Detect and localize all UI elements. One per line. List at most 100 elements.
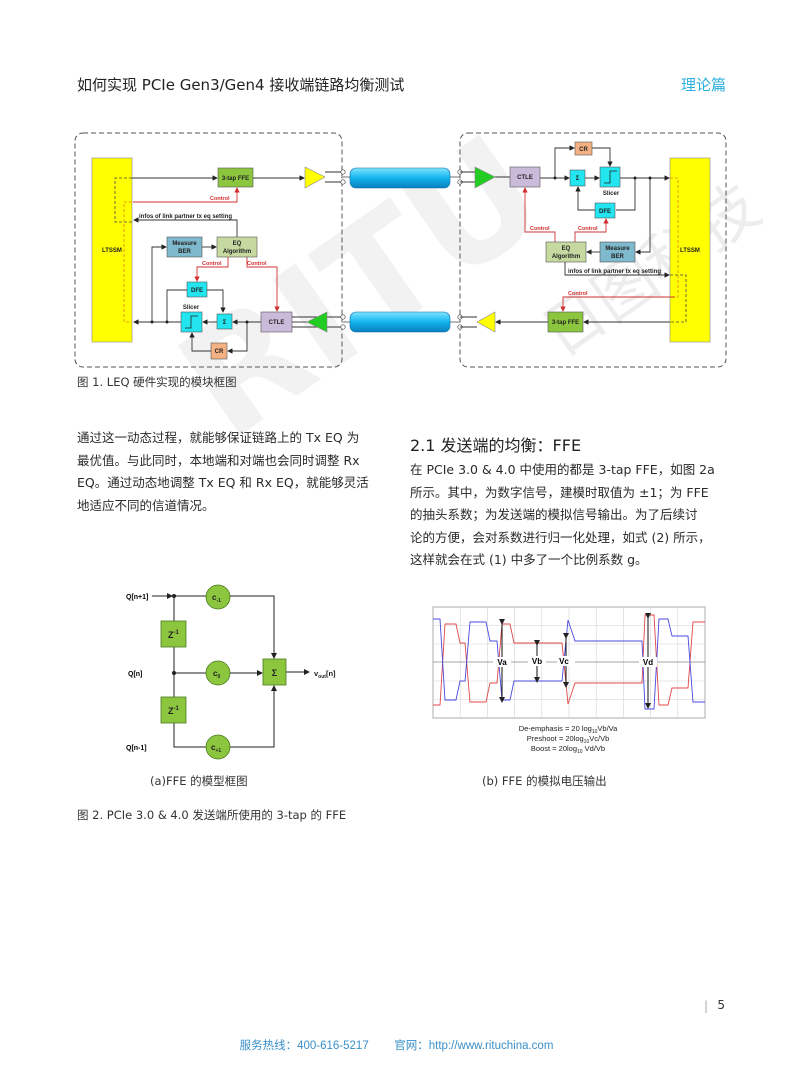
- diagram-shape: [150, 320, 154, 324]
- diagram-label: Preshoot = 20log10Vc/Vb: [527, 734, 610, 745]
- diagram-label: c0: [213, 669, 220, 680]
- diagram-label: Z-1: [168, 706, 179, 716]
- tx-side-boundary: [74, 132, 343, 368]
- diagram-label: Va: [497, 658, 507, 667]
- footer-contact: 服务热线：400-616-5217 官网：http://www.rituchin…: [239, 1040, 554, 1052]
- diagram-label: c: [211, 743, 216, 752]
- delay-block-2: [160, 696, 187, 724]
- diagram-label: Vb: [532, 657, 542, 666]
- diagram-label: Q[n+1]: [126, 594, 148, 601]
- diagram-label: Control: [568, 291, 588, 297]
- diagram-label: Control: [578, 226, 598, 232]
- eq-algorithm-block: [216, 236, 258, 258]
- diagram-label: Control: [210, 196, 230, 202]
- diagram-shape: [172, 594, 176, 598]
- rx-side-boundary: [459, 132, 727, 368]
- diagram-shape: [292, 171, 343, 328]
- diagram-shape: [564, 262, 670, 278]
- coefficient-c-minus1: [205, 584, 231, 610]
- diagram-shape: [174, 595, 274, 658]
- figure2b-caption: (b) FFE 的模拟电压输出: [482, 774, 607, 788]
- diagram-shape: [133, 217, 238, 237]
- diagram-label: LTSSM: [680, 248, 700, 254]
- diagram-shape: [74, 132, 727, 368]
- diagram-label: DFE: [599, 209, 611, 215]
- coefficient-c-plus1: [205, 734, 231, 760]
- diagram-label: c: [213, 669, 218, 678]
- diagram-label: De-emphasis = 20 log10Vb/Va: [519, 724, 618, 735]
- diagram-shape: [340, 179, 346, 185]
- diagram-label: CR: [579, 147, 588, 153]
- diagram-shape: Va Vb Vc Vd: [493, 656, 657, 667]
- diagram-label: infos of link partner tx eq setting: [568, 269, 661, 275]
- ctle-block-right: [509, 166, 541, 188]
- sum-block-right: [569, 169, 586, 187]
- page-number: 5: [717, 998, 725, 1012]
- channel-cables: [340, 167, 463, 333]
- figure2-caption: 图 2. PCIe 3.0 & 4.0 发送端所使用的 3-tap 的 FFE: [77, 808, 347, 822]
- diagram-label: +1: [215, 748, 221, 754]
- diagram-shape: [227, 322, 248, 354]
- right-panel: LTSSM Control Control Control infos o: [460, 141, 711, 343]
- diagram-label: Measure: [172, 241, 197, 247]
- diagram-shape: [343, 176, 460, 323]
- diagram-shape: [648, 176, 652, 180]
- diagram-label: Slicer: [183, 305, 200, 311]
- diagram-label: Algorithm: [552, 254, 580, 260]
- cr-block: [210, 342, 228, 360]
- diagram-label: Vb/Va: [597, 724, 618, 733]
- diagram-shape: [670, 274, 687, 323]
- diagram-label: LTSSM: [102, 248, 122, 254]
- diagram-label: BER: [611, 254, 624, 260]
- diagram-label: Σ: [272, 668, 278, 678]
- diagram-shape: [635, 178, 651, 255]
- diagram-label: Σ: [576, 176, 580, 182]
- cable-bottom: [349, 311, 451, 333]
- diagram-shape: [151, 244, 167, 322]
- diagram-shape: [560, 296, 675, 312]
- measure-ber-block: [166, 236, 203, 258]
- diagram-label: Vd: [643, 658, 653, 667]
- body-paragraph-left: 通过这一动态过程，就能够保证链路上的 Tx EQ 为最优值。与此同时，本地端和对…: [77, 430, 369, 513]
- diagram-shape: [133, 187, 240, 203]
- diagram-label: Z-1: [168, 630, 179, 640]
- diagram-label: Vd/Vb: [583, 744, 606, 753]
- diagram-shape: [166, 289, 223, 322]
- diagram-shape: [123, 201, 132, 323]
- section-heading: 2.1 发送端的均衡：FFE: [410, 436, 582, 455]
- diagram-label: c: [212, 593, 217, 602]
- left-panel: LTSSM Control Control Control infos o: [91, 157, 343, 360]
- diagram-shape: [172, 594, 176, 675]
- sum-block: [216, 313, 233, 330]
- diagram-label: Slicer: [603, 191, 620, 197]
- figure2a-caption: (a)FFE 的模型框图: [150, 774, 248, 788]
- diagram-label: Z: [168, 630, 174, 640]
- ltssm-block-right: [669, 157, 711, 343]
- diagram-label: vout[n]: [314, 669, 336, 680]
- diagram-shape: [553, 176, 652, 180]
- ffe-block-right: [547, 311, 584, 333]
- diagram-shape: [194, 257, 229, 282]
- diagram-label: EQ: [562, 246, 571, 252]
- diagram-label: c-1: [212, 593, 221, 604]
- header-title: 如何实现 PCIe Gen3/Gen4 接收端链路均衡测试: [77, 76, 405, 94]
- diagram-label: CR: [215, 349, 224, 355]
- diagram-shape: [554, 145, 575, 178]
- diagram-label: Preshoot = 20log: [527, 734, 584, 743]
- coefficient-c0: [205, 660, 231, 686]
- diagram-shape: Z-1 Z-1 c-1 c0 c+1 Σ vout[n]: [168, 593, 336, 754]
- diagram-label: Control: [202, 261, 222, 267]
- diagram-label: -1: [216, 598, 221, 604]
- diagram-shape: [340, 169, 346, 175]
- diagram-label: Vc: [559, 657, 569, 666]
- diagram-shape: [460, 171, 510, 183]
- diagram-shape: [574, 218, 609, 242]
- diagram-label: 10: [592, 729, 598, 735]
- diagram-shape: [133, 187, 280, 312]
- diagram-shape: [160, 584, 287, 760]
- diagram-label: BER: [178, 249, 191, 255]
- diagram-shape: [493, 657, 511, 667]
- diagram-label: Boost = 20log10 Vd/Vb: [531, 744, 605, 755]
- diagram-label: v: [314, 669, 319, 678]
- diagram-shape: [460, 145, 670, 328]
